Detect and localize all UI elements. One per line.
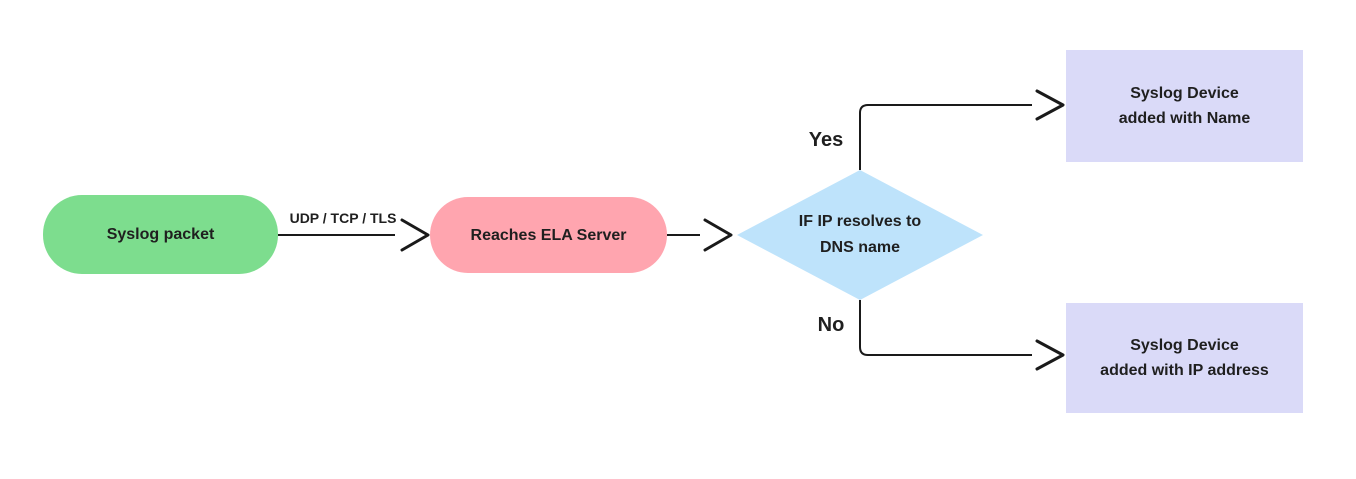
arrowhead-icon <box>1035 339 1065 371</box>
node-syslog-packet <box>43 195 278 274</box>
arrowhead-icon <box>703 218 733 252</box>
node-reaches-ela-server <box>430 197 667 273</box>
node-ip-resolves-decision <box>737 170 983 300</box>
edge-decision-no <box>859 300 1032 356</box>
arrowhead-icon <box>1035 89 1065 121</box>
node-added-with-name <box>1066 50 1303 162</box>
arrowhead-icon <box>400 218 430 252</box>
node-added-with-ip <box>1066 303 1303 413</box>
edge-decision-yes <box>859 104 1032 170</box>
